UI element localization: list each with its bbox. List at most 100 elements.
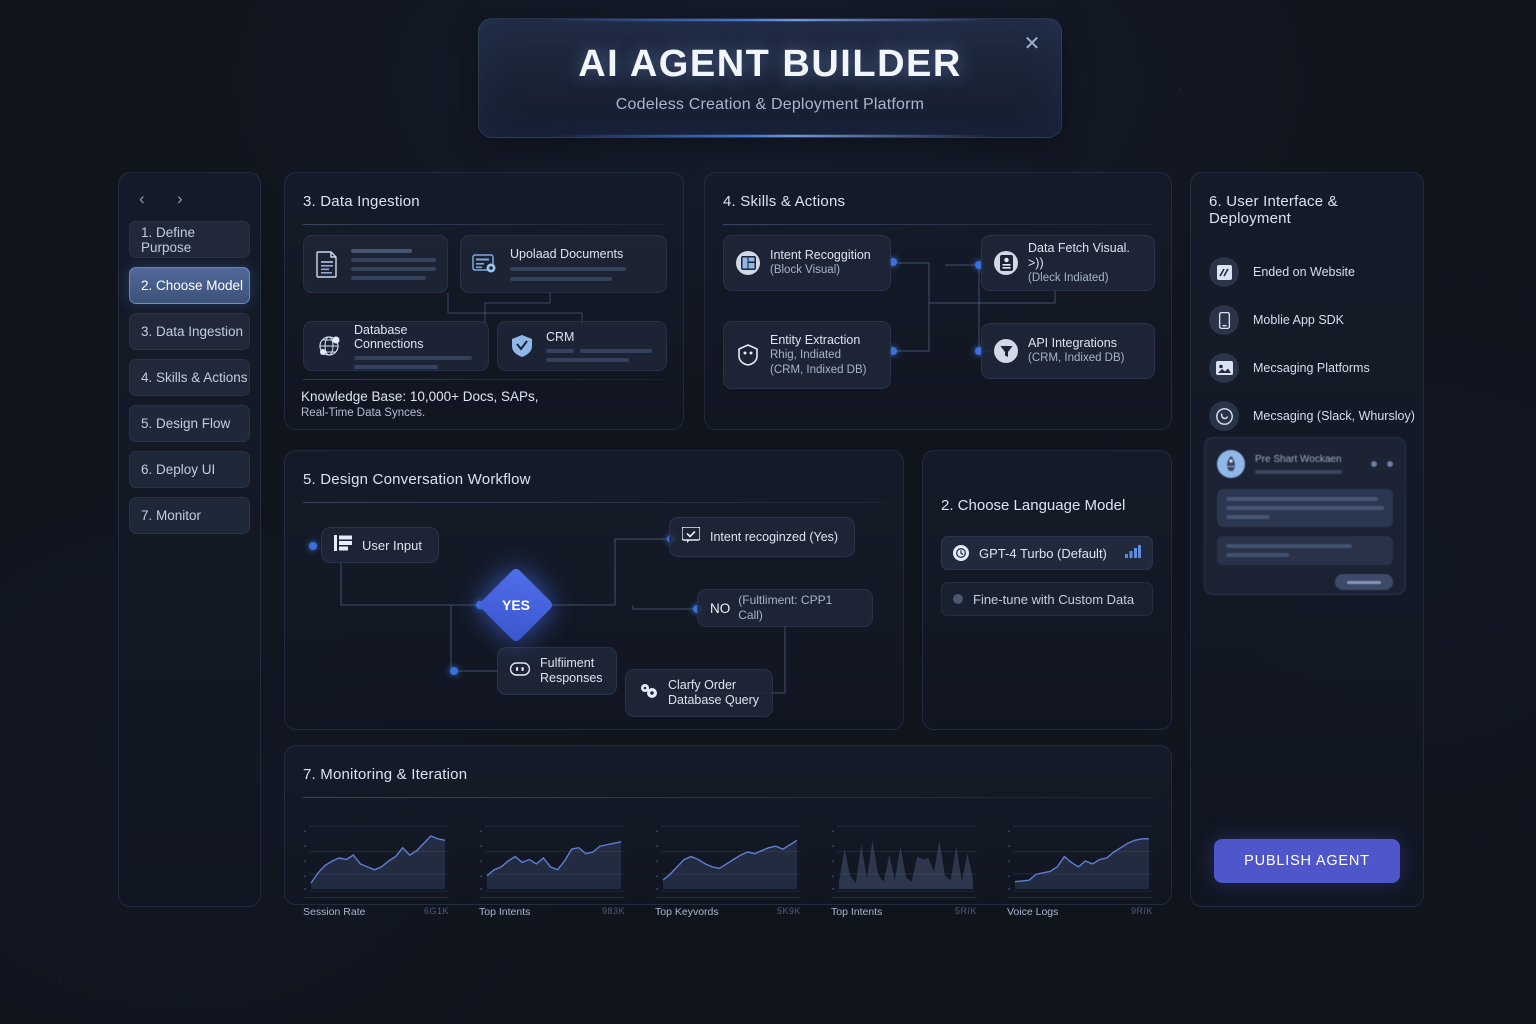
- divider: [303, 502, 885, 503]
- monitoring-title: 7. Monitoring & Iteration: [303, 766, 468, 783]
- crm-shield-icon: [512, 335, 532, 357]
- data-ingestion-title: 3. Data Ingestion: [303, 193, 420, 210]
- deploy-option-label: Mecsaging Platforms: [1253, 361, 1370, 375]
- chart-label: Top Keyvords: [655, 906, 719, 918]
- chart-value: 9RIK: [1130, 906, 1153, 916]
- close-icon[interactable]: ✕: [1023, 33, 1041, 55]
- sidebar-item-choose-model[interactable]: 2. Choose Model: [129, 267, 250, 304]
- skill-node-subtitle: Rhig, Indiated: [770, 348, 841, 361]
- data-ingestion-panel: 3. Data Ingestion: [284, 172, 684, 430]
- sidebar-item-design-flow[interactable]: 5. Design Flow: [129, 405, 250, 442]
- ingestion-card-documents[interactable]: [303, 235, 448, 293]
- connector-port: [889, 258, 897, 266]
- document-icon: [316, 251, 337, 278]
- skill-node-data-fetch[interactable]: Data Fetch Visual. >)) (Dleck Indiated): [981, 235, 1155, 291]
- sidebar-item-label: 4. Skills & Actions: [141, 370, 248, 385]
- ingestion-card-database-connections[interactable]: Database Connections: [303, 321, 489, 371]
- model-option-finetune[interactable]: Fine-tune with Custom Data: [941, 582, 1153, 616]
- model-title: 2. Choose Language Model: [941, 497, 1126, 514]
- connector-port: [975, 347, 983, 355]
- dot-icon: [953, 594, 963, 604]
- skill-node-title: Entity Extraction: [770, 332, 861, 347]
- api-plug-icon: [994, 339, 1018, 363]
- chevron-left-icon[interactable]: ‹: [139, 189, 145, 208]
- sidebar: ‹ › 1. Define Purpose 2. Choose Model 3.…: [118, 172, 261, 907]
- card-label: Upolaad Documents: [510, 247, 624, 261]
- sidebar-item-skills-actions[interactable]: 4. Skills & Actions: [129, 359, 250, 396]
- model-option-gpt4-turbo[interactable]: GPT-4 Turbo (Default): [941, 536, 1153, 570]
- skill-node-api-integrations[interactable]: API Integrations (CRM, Indixed DB): [981, 323, 1155, 379]
- monitoring-panel: 7. Monitoring & Iteration 6G1K Session Ra…: [284, 745, 1172, 918]
- chart-top-keywords[interactable]: 5K9K Top Keyvords: [655, 820, 801, 918]
- divider: [303, 224, 665, 225]
- ingestion-card-crm[interactable]: CRM: [497, 321, 667, 371]
- divider: [303, 379, 667, 380]
- sidebar-item-define-purpose[interactable]: 1. Define Purpose: [129, 221, 250, 258]
- preview-message-bubble: [1217, 536, 1393, 565]
- workflow-panel: 5. Design Conversation Workflow User Inp…: [284, 450, 904, 730]
- workflow-node-user-input[interactable]: User Input: [321, 527, 439, 563]
- workflow-node-clarify-order[interactable]: Clarfy Order Database Query: [625, 669, 773, 717]
- workflow-node-label: Clarfy Order: [668, 678, 737, 692]
- connector-port: [889, 347, 897, 355]
- workflow-node-fulfillment[interactable]: Fulfiiment Responses: [497, 647, 617, 695]
- preview-dot-icon: [1371, 461, 1377, 467]
- chart-canvas: [831, 820, 977, 895]
- sidebar-item-deploy-ui[interactable]: 6. Deploy UI: [129, 451, 250, 488]
- workflow-node-label: Intent recoginzed (Yes): [710, 529, 839, 544]
- ingestion-card-upload-documents[interactable]: Upolaad Documents: [460, 235, 667, 293]
- chevron-right-icon[interactable]: ›: [177, 189, 183, 208]
- workflow-node-intent-yes[interactable]: Intent recoginzed (Yes): [669, 517, 855, 557]
- deploy-option-mobile-sdk[interactable]: Moblie App SDK: [1191, 303, 1423, 337]
- chart-value: 5K9K: [776, 906, 801, 916]
- skill-node-entity-extraction[interactable]: Entity Extraction Rhig, Indiated (CRM, I…: [723, 321, 891, 389]
- deploy-option-label: Moblie App SDK: [1253, 313, 1345, 327]
- deploy-option-messaging-slack[interactable]: Mecsaging (Slack, Whursloy): [1191, 399, 1423, 433]
- agent-preview-card[interactable]: Pre Shart Wockaen: [1204, 437, 1406, 595]
- deployment-title: 6. User Interface & Deployment: [1209, 193, 1338, 227]
- sidebar-item-data-ingestion[interactable]: 3. Data Ingestion: [129, 313, 250, 350]
- sidebar-item-label: 6. Deploy UI: [141, 462, 216, 477]
- no-branch-label: NO: [710, 600, 731, 616]
- chart-value: 6G1K: [423, 906, 449, 916]
- deploy-option-label: Mecsaging (Slack, Whursloy): [1253, 409, 1415, 423]
- language-model-panel: 2. Choose Language Model GPT-4 Turbo (De…: [922, 450, 1172, 730]
- page-title: AI AGENT BUILDER: [578, 43, 962, 85]
- skill-node-subtitle: (CRM, Indixed DB): [1028, 352, 1125, 364]
- workflow-node-label2: Responses: [540, 671, 603, 685]
- data-file-icon: [994, 251, 1018, 275]
- chart-session-rate[interactable]: 6G1K Session Rate: [303, 820, 449, 918]
- placeholder-lines: [351, 248, 436, 280]
- page-subtitle: Codeless Creation & Deployment Platform: [615, 96, 925, 113]
- sidebar-item-label: 3. Data Ingestion: [141, 324, 244, 339]
- workflow-title: 5. Design Conversation Workflow: [303, 471, 531, 488]
- chart-label: Top Intents: [479, 906, 531, 918]
- chart-label: Session Rate: [303, 906, 366, 918]
- preview-title: Pre Shart Wockaen: [1255, 454, 1342, 465]
- publish-agent-button[interactable]: PUBLISH AGENT: [1214, 839, 1400, 883]
- deploy-option-website[interactable]: Ended on Website: [1191, 255, 1423, 289]
- app-header: AI AGENT BUILDER Codeless Creation & Dep…: [478, 18, 1062, 138]
- robot-face-icon: [509, 661, 531, 682]
- skills-connectors: [893, 262, 1056, 352]
- preview-send-button[interactable]: [1335, 574, 1393, 590]
- upload-card-icon: [472, 254, 496, 273]
- workflow-node-no-branch[interactable]: NO (Fultliment: CPP1 Call): [697, 589, 873, 627]
- chart-label: Top Intents: [831, 906, 883, 918]
- connector-port: [309, 542, 317, 550]
- no-branch-sublabel: (Fultliment: CPP1 Call): [738, 593, 833, 622]
- sidebar-item-monitor[interactable]: 7. Monitor: [129, 497, 250, 534]
- deploy-option-messaging-platforms[interactable]: Mecsaging Platforms: [1191, 351, 1423, 385]
- chart-value: 5RIK: [954, 906, 977, 916]
- connector-port: [450, 667, 458, 675]
- workflow-node-label: User Input: [362, 537, 422, 553]
- skills-actions-panel: 4. Skills & Actions Intent Recoggition (…: [704, 172, 1172, 430]
- chart-top-intents-2[interactable]: 5RIK Top Intents: [831, 820, 977, 918]
- workflow-decision-label: YES: [501, 597, 530, 613]
- card-label: CRM: [546, 330, 575, 344]
- knowledge-base-line1: Knowledge Base: 10,000+ Docs, SAPs,: [301, 389, 539, 404]
- skill-node-intent-recognition[interactable]: Intent Recoggition (Block Visual): [723, 235, 891, 291]
